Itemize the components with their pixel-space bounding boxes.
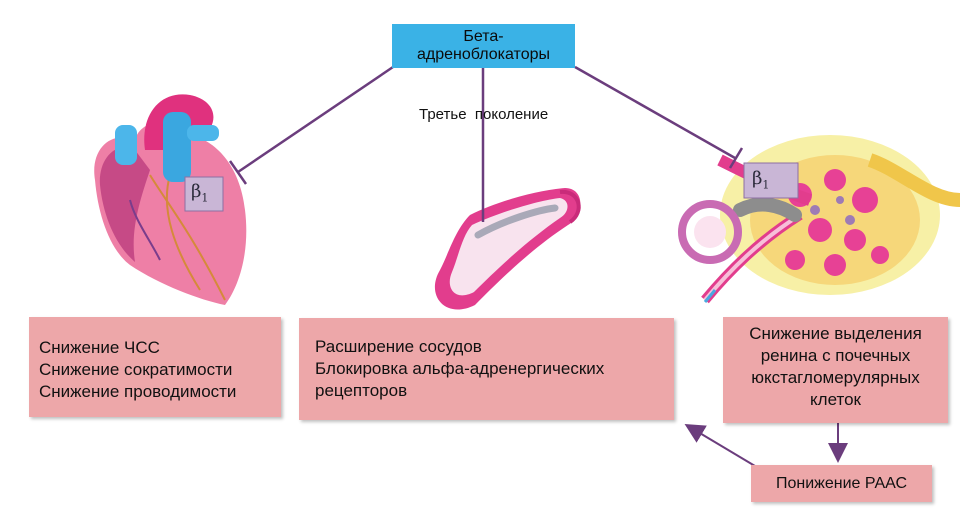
heart-effect-1: Снижение ЧСС [39, 338, 160, 357]
vessel-effect-2: Блокировка альфа-адренергических [315, 359, 605, 378]
kidney-beta-symbol: β [752, 168, 763, 189]
heart-beta-symbol: β [191, 181, 202, 202]
vessel-effect-3: рецепторов [315, 381, 408, 400]
raas-reduction-label: Понижение РААС [775, 474, 908, 492]
raas-reduction-box: Понижение РААС [751, 465, 932, 502]
vessel-effects-box: Расширение сосудов Блокировка альфа-адре… [299, 318, 674, 420]
heart-beta-subscript: 1 [201, 191, 209, 205]
heart-effect-2: Снижение сократимости [39, 360, 233, 379]
heart-effects-box: Снижение ЧСС Снижение сократимости Сниже… [29, 317, 281, 417]
beta-blockers-box: Бета- адреноблокаторы [392, 24, 575, 68]
heart-effect-3: Снижение проводимости [39, 382, 237, 401]
kidney-beta1-receptor-label: β1 [752, 168, 769, 192]
third-generation-label: Третье поколение [419, 106, 549, 123]
heart-illustration [94, 94, 247, 306]
vessel-illustration [434, 188, 581, 310]
beta-blockers-title-line2: адреноблокаторы [417, 46, 550, 63]
kidney-beta-subscript: 1 [762, 178, 770, 192]
kidney-effect-1: Снижение выделения [749, 324, 922, 343]
vessel-effect-1: Расширение сосудов [315, 337, 482, 356]
beta-blockers-title-line1: Бета- [463, 28, 504, 45]
kidney-effect-2: ренина с почечных [760, 346, 911, 365]
heart-beta1-receptor-label: β1 [191, 181, 208, 205]
kidney-effects-box: Снижение выделения ренина с почечных юкс… [723, 317, 948, 423]
kidney-effect-3: юкстагломерулярных [751, 368, 920, 387]
kidney-illustration [678, 135, 961, 304]
connector-lines [228, 65, 848, 467]
kidney-effect-4: клеток [810, 390, 861, 409]
